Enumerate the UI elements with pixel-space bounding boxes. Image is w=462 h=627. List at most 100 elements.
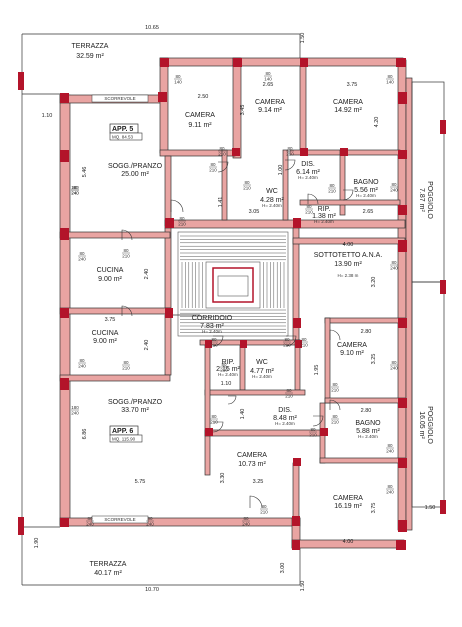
dimension-label: 3.75 <box>347 82 358 88</box>
scorrevole-label: SCORREVOLE <box>104 96 135 101</box>
scorrevole-box <box>91 515 149 524</box>
opening-width: 80 <box>387 74 393 79</box>
column <box>160 58 169 67</box>
opening-width: 80 <box>261 504 267 509</box>
opening-width: 80 <box>147 516 153 521</box>
room-name-dis-bot: DIS. <box>278 407 292 414</box>
room-height-wc-top: H= 2.40m <box>262 203 282 208</box>
opening-height: 210 <box>328 189 336 194</box>
dimension-label: 1.50 <box>425 505 436 511</box>
opening-height: 210 <box>305 210 313 215</box>
opening-width: 80 <box>332 382 338 387</box>
opening-height: 240 <box>86 522 94 527</box>
opening-height: 240 <box>78 364 86 369</box>
opening-width: 80 <box>79 358 85 363</box>
column <box>60 308 69 318</box>
column <box>60 228 69 240</box>
door-swing <box>249 495 263 509</box>
opening-width: 80 <box>243 516 249 521</box>
opening-height: 210 <box>286 152 294 157</box>
room-name-sottotetto: SOTTOTETTO A.N.A. <box>314 252 383 259</box>
opening-height: 210 <box>331 420 339 425</box>
column <box>398 398 407 408</box>
door-swings <box>121 159 354 509</box>
door-swing <box>342 189 354 201</box>
interior-lines <box>21 33 445 586</box>
column <box>398 205 407 215</box>
opening-height: 210 <box>283 343 291 348</box>
opening-width: 80 <box>87 516 93 521</box>
room-name-corridoio: CORRIDOIO <box>192 315 233 322</box>
door-swing <box>121 229 133 241</box>
room-area-camera-b: 9.14 m² <box>258 107 282 114</box>
room-name-bagno-bot: BAGNO <box>355 420 381 427</box>
poggiolo-area-poggiolo-bot: 16.05 m² <box>418 411 425 439</box>
opening-width: 80 <box>211 337 217 342</box>
room-area-bagno-top: 5.56 m² <box>354 187 378 194</box>
opening-width: 80 <box>301 337 307 342</box>
apartment-label-app-6: APP. 6 <box>112 428 133 435</box>
dimension-label: 3.25 <box>371 354 377 365</box>
room-height-rip-top: H= 2.40m <box>314 219 334 224</box>
opening-height: 240 <box>390 366 398 371</box>
opening-height: 210 <box>178 222 186 227</box>
column <box>295 340 302 348</box>
column <box>340 148 348 156</box>
room-area-cucina-top: 9.00 m² <box>98 276 122 283</box>
column <box>398 240 407 252</box>
room-name-camera-c: CAMERA <box>333 99 363 106</box>
dimension-label: 1.90 <box>34 538 40 549</box>
dimension-label: 3.00 <box>280 563 286 574</box>
room-area-sogg-pranzo-5: 25.00 m² <box>121 171 149 178</box>
room-area-camera-a: 9.11 m² <box>188 122 212 129</box>
room-area-rip-bot: 2.15 m² <box>216 366 240 373</box>
door-swing <box>285 335 297 347</box>
dimension-label: 2.40 <box>144 269 150 280</box>
opening-width: 80 <box>391 360 397 365</box>
column <box>398 318 407 328</box>
opening-width: 80 <box>244 180 250 185</box>
staircase <box>177 231 289 337</box>
door-swing <box>217 161 229 173</box>
room-area-camera-e: 10.73 m² <box>238 461 266 468</box>
room-name-camera-b: CAMERA <box>255 99 285 106</box>
dimension-label: 2.80 <box>361 408 372 414</box>
opening-height: 210 <box>300 343 308 348</box>
column <box>396 540 406 550</box>
dimension-label: 1.50 <box>300 581 306 592</box>
dimension-label: 3.75 <box>371 503 377 514</box>
opening-height: 240 <box>390 188 398 193</box>
dimension-label: 5.46 <box>82 167 88 178</box>
opening-height: 240 <box>242 522 250 527</box>
scorrevole-box <box>91 94 149 103</box>
room-name-camera-e: CAMERA <box>237 452 267 459</box>
door-swing <box>307 193 319 205</box>
dimension-label: 4.00 <box>343 539 354 545</box>
dimension-label: 2.40 <box>144 340 150 351</box>
column <box>205 428 213 436</box>
column <box>398 520 407 532</box>
room-area-camera-c: 14.92 m² <box>334 107 362 114</box>
structural-columns <box>18 58 446 550</box>
opening-height: 210 <box>220 368 228 373</box>
opening-width: 80 <box>387 443 393 448</box>
opening-width: 80 <box>219 146 225 151</box>
column <box>440 500 446 514</box>
opening-height: 240 <box>386 490 394 495</box>
column <box>293 318 301 328</box>
dimension-label: 4.00 <box>343 242 354 248</box>
opening-width: 80 <box>175 74 181 79</box>
opening-width: 80 <box>387 484 393 489</box>
column <box>398 150 407 159</box>
room-name-bagno-top: BAGNO <box>353 179 379 186</box>
poggiolo-area-poggiolo-top: 7.87 m2 <box>418 188 426 212</box>
dimension-label: 1.95 <box>314 365 320 376</box>
room-area-sottotetto: 13.90 m² <box>334 261 362 268</box>
room-area-rip-top: 1.38 m² <box>312 213 336 220</box>
poggiolo-area-unit: 2 <box>421 209 426 212</box>
door-swing <box>329 329 341 341</box>
dimension-label: 3.45 <box>240 105 246 116</box>
poggiolo-name-poggiolo-top: POGGIOLO <box>426 181 433 219</box>
opening-height: 240 <box>386 449 394 454</box>
opening-width: 80 <box>79 251 85 256</box>
